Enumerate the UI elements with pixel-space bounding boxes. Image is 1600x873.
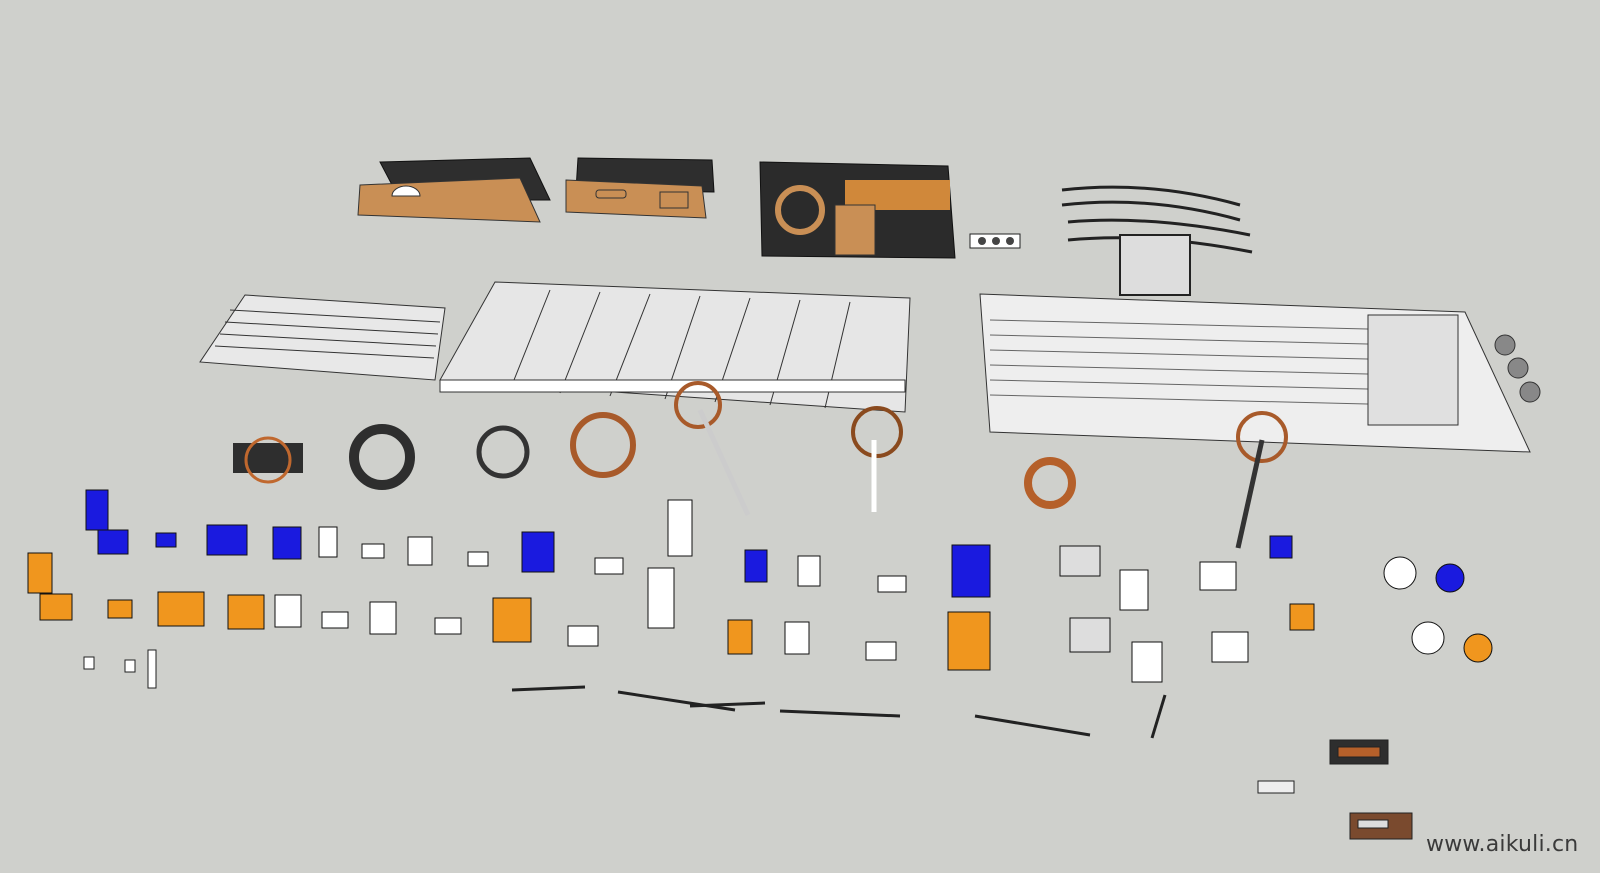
wiper-blades — [511, 685, 1167, 739]
mirrors-orange — [27, 552, 1493, 683]
cargo-rack-small — [199, 294, 446, 381]
mirrors-blue — [85, 489, 1465, 611]
truck-bed — [979, 293, 1541, 453]
dashboard-tan-1 — [357, 157, 551, 223]
watermark: www.aikuli.cn — [1426, 832, 1579, 857]
bull-bar-grille — [1061, 185, 1253, 296]
dashboard-full — [759, 161, 956, 259]
steering-wheels — [233, 381, 1288, 549]
radio-units — [1257, 739, 1413, 840]
flatbed-frame — [439, 281, 911, 413]
gauge-cluster — [969, 233, 1021, 249]
small-parts — [83, 649, 157, 689]
dashboard-tan-2 — [565, 157, 715, 219]
